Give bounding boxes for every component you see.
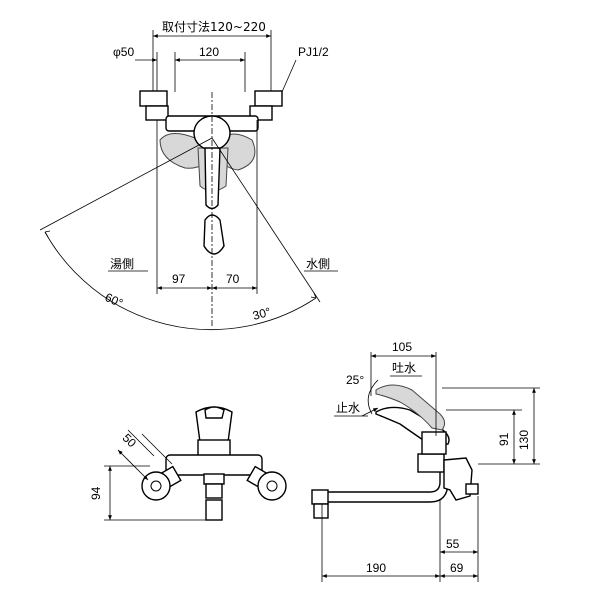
dim-91-label: 91 (497, 432, 511, 446)
front-spout-tip (205, 499, 223, 521)
center-distance-label: 120 (199, 45, 219, 59)
dim-left-label: 97 (172, 272, 186, 286)
right-elbow (254, 90, 283, 107)
rotation-arc (44, 231, 317, 331)
side-fitting (443, 457, 473, 501)
side-spout-pipe (317, 467, 449, 503)
side-view: 105 吐水 25° 止水 91 130 55 190 69 (311, 340, 540, 582)
side-body (417, 453, 445, 473)
front-lever-top (204, 406, 225, 419)
dim-105-label: 105 (392, 340, 412, 354)
front-bar (165, 454, 263, 476)
front-left-flange (141, 471, 171, 501)
front-right-flange (257, 471, 287, 501)
top-view: 取付寸法120~220 φ50 120 PJ1/2 (39, 20, 338, 331)
pipe-thread-label: PJ1/2 (298, 45, 329, 59)
side-nut (465, 483, 479, 495)
dim-190-label: 190 (366, 561, 386, 575)
side-spout-end (311, 489, 329, 505)
cold-side-label: 水側 (306, 257, 330, 271)
left-elbow (139, 90, 168, 107)
dim-right-label: 70 (226, 272, 240, 286)
dim-50-label: 50 (120, 431, 140, 451)
side-cartridge (421, 431, 447, 455)
handle-tip (203, 214, 225, 255)
side-lever-ghost (375, 384, 446, 431)
dim-130-label: 130 (517, 430, 531, 450)
stop-label: 止水 (336, 401, 360, 415)
angle-right-label: 30° (251, 305, 272, 323)
left-nut (145, 105, 169, 121)
dim-69-label: 69 (450, 561, 464, 575)
mount-range-label: 取付寸法120~220 (162, 20, 266, 34)
side-spout-outlet (313, 503, 329, 519)
angle-25-label: 25° (346, 373, 364, 387)
front-view: 50 94 (89, 406, 287, 521)
dim-94-label: 94 (89, 486, 103, 500)
front-spout-nut (203, 473, 225, 485)
hot-side-label: 湯側 (110, 257, 134, 271)
pipe-dia-label: φ50 (113, 45, 134, 59)
spout-stem (204, 147, 221, 210)
front-spout (205, 483, 223, 499)
dim-55-label: 55 (446, 537, 460, 551)
spout-label: 吐水 (392, 361, 416, 375)
